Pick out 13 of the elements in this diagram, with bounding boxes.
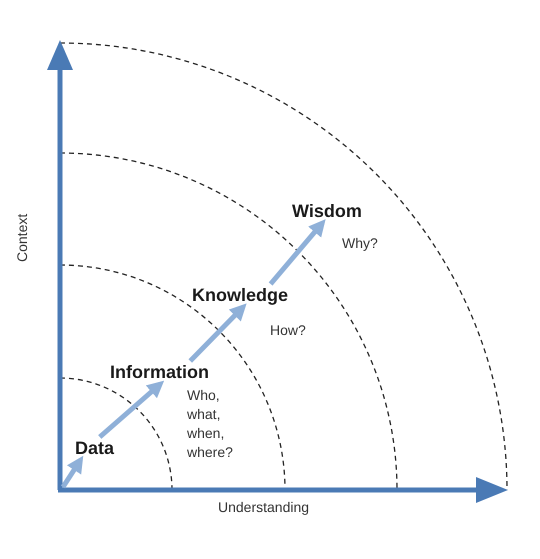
question-text: Who, what, when, where?	[187, 386, 234, 462]
axis-label: Context	[14, 214, 30, 262]
arrow	[98, 380, 164, 439]
stage-label: Knowledge	[192, 284, 323, 306]
stage-label: Wisdom	[292, 200, 384, 222]
arrow	[60, 456, 84, 488]
arrow	[188, 303, 247, 363]
axis-label: Understanding	[218, 499, 310, 515]
stage-label: Data	[75, 437, 130, 459]
arrow	[268, 219, 326, 286]
stage-label: Information	[110, 361, 246, 383]
question-text: How?	[270, 321, 307, 340]
question-text: Why?	[342, 234, 379, 253]
